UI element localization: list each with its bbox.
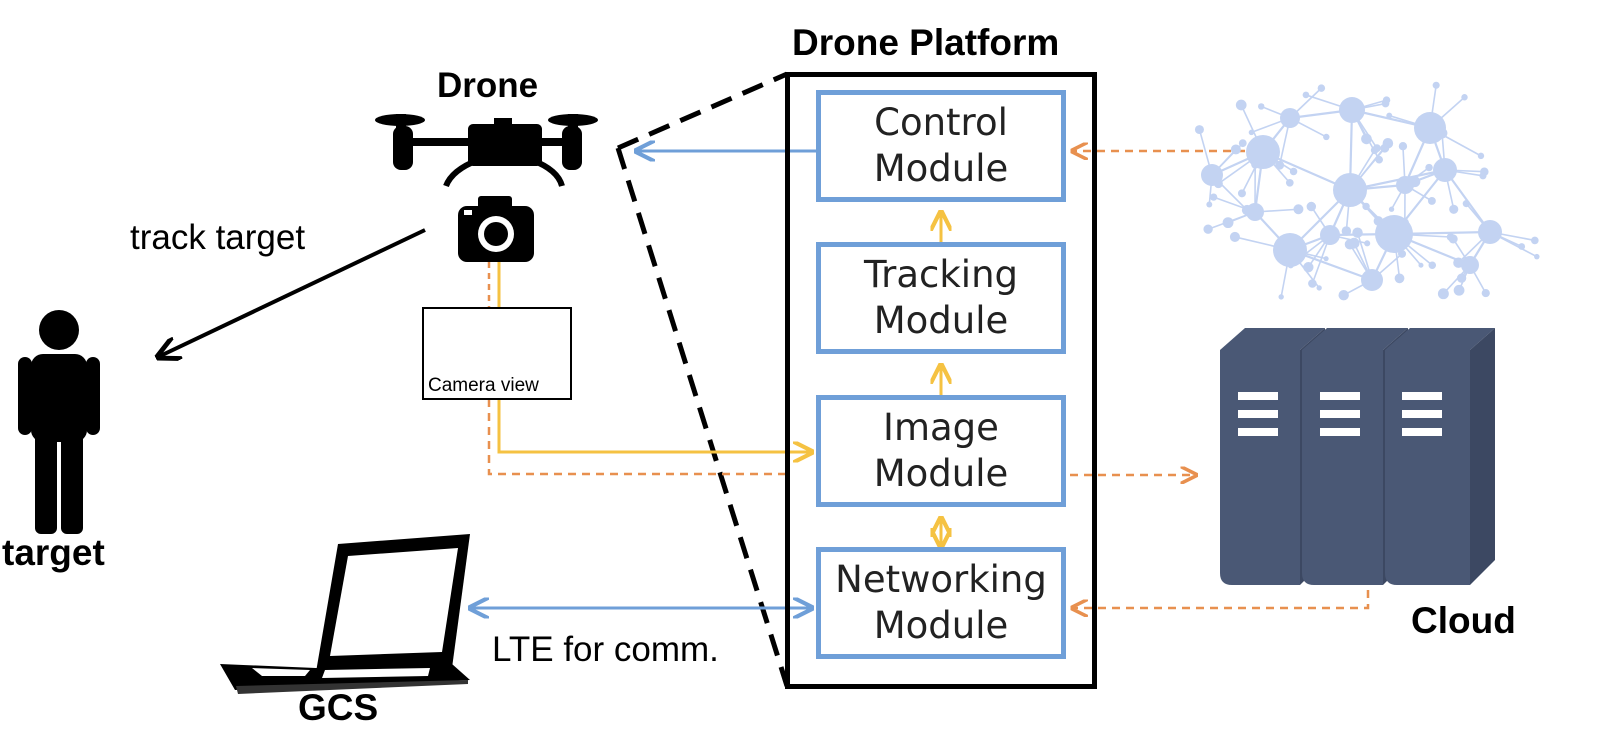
camera-icon [458,196,534,262]
cloud-to-networking-arrow [1072,590,1370,608]
zoom-line-bottom [615,147,790,687]
image-module: Image Module [816,395,1066,507]
track-target-label: track target [130,218,306,257]
zoom-line-top [616,71,789,151]
laptop-icon [220,534,470,694]
camera-view-box [422,307,572,400]
lte-label: LTE for comm. [492,630,719,669]
drone-label: Drone [437,66,539,105]
tracking-module: Tracking Module [816,242,1066,354]
drone-platform-box [785,72,1097,689]
drone-icon [375,114,598,188]
network-cloud-icon [1194,81,1540,301]
drone-platform-title: Drone Platform [792,22,1060,63]
server-rack-icon [1220,328,1495,585]
networking-module-label: Networking Module [835,558,1047,647]
networking-module: Networking Module [816,547,1066,659]
control-module-label: Control Module [873,101,1009,190]
person-icon [18,310,100,534]
target-label: target [2,532,105,573]
gcs-label: GCS [298,687,379,728]
tracking-module-label: Tracking Module [863,253,1019,342]
camera-to-image-yellow-arrow [497,400,812,452]
track-target-arrow [158,228,426,357]
image-to-camera-orange-dashed [487,400,786,476]
camera-view-label: Camera view [428,375,539,396]
control-module: Control Module [816,90,1066,202]
cloud-label: Cloud [1411,600,1516,641]
image-module-label: Image Module [873,406,1009,495]
